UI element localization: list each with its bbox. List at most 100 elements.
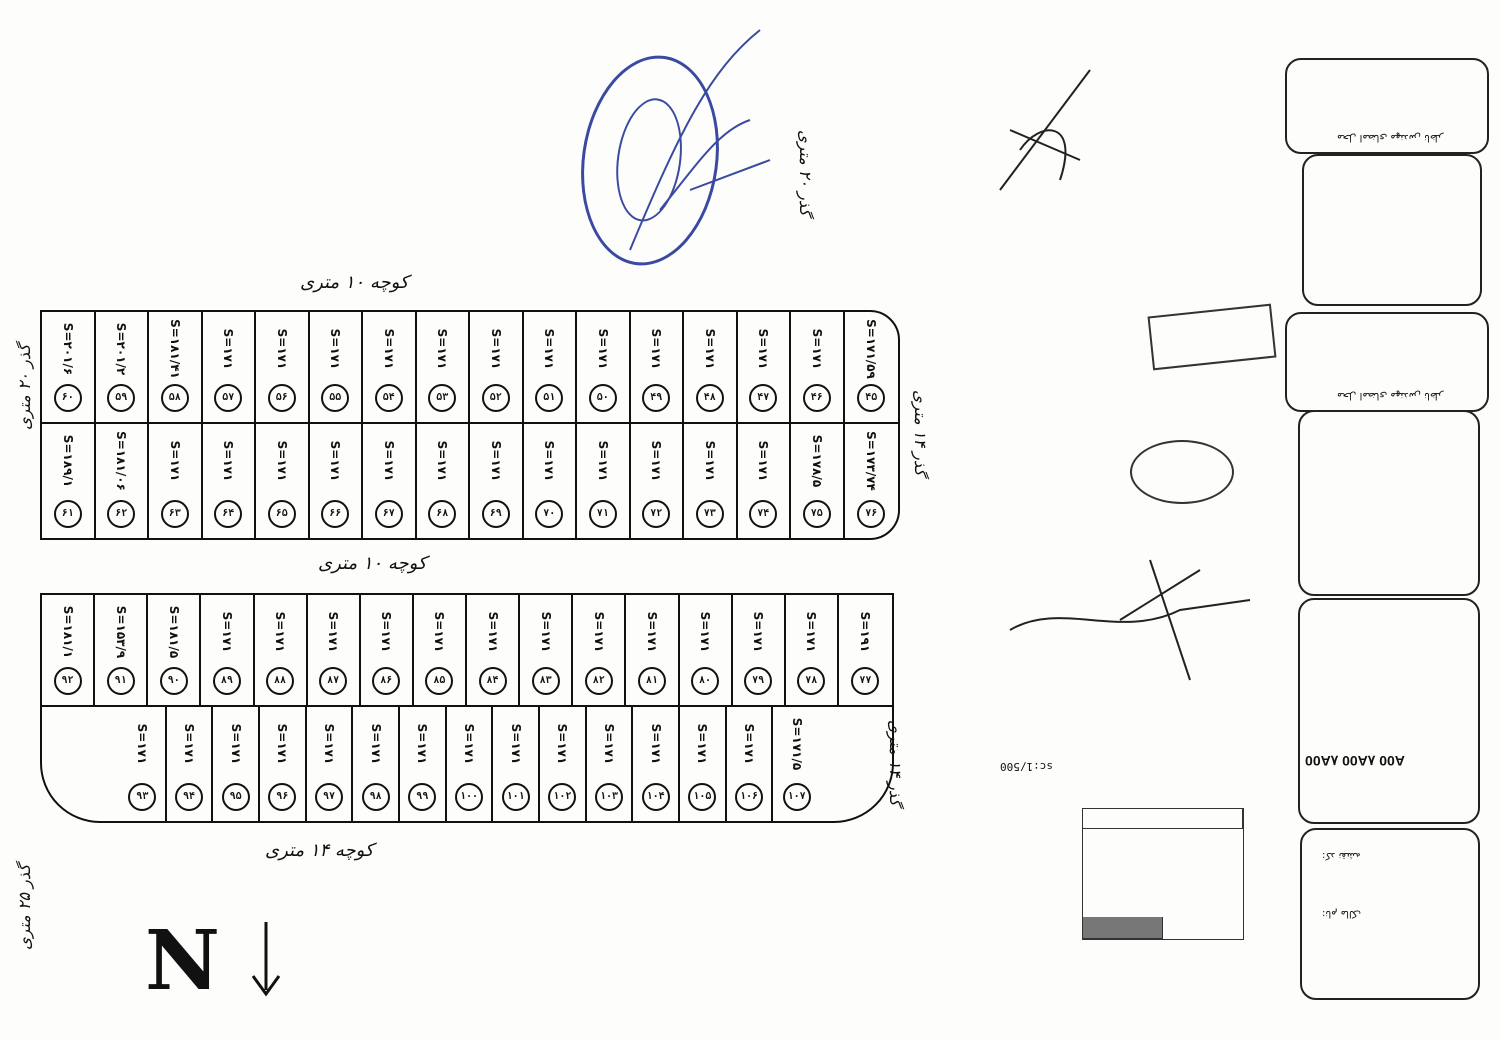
lot-area: S=۱۸۹/۱ — [60, 434, 75, 488]
lot-number: ۵۹ — [107, 384, 136, 412]
block-upper-divider — [42, 422, 898, 424]
lot-number: ۸۸ — [266, 667, 295, 695]
lot-number: ۶۷ — [374, 500, 403, 528]
street-label-bottom: کوچه ۱۴ متری — [265, 840, 374, 861]
lot-area: S=۱۷۱ — [273, 611, 288, 653]
lot-number: ۷۷ — [851, 667, 880, 695]
street-label-left-upper: گذر ۲۰ متری — [15, 344, 34, 430]
lot-area: S=۱۷۱ — [435, 440, 450, 482]
lot-area: S=۱۷۱ — [542, 328, 557, 370]
lot-number: ۴۶ — [802, 384, 831, 412]
lot-number: ۴۵ — [857, 384, 886, 412]
lot-number: ۸۰ — [691, 667, 720, 695]
lot-number: ۵۷ — [214, 384, 243, 412]
lot-lower-top-12: S=۱۷۱ ۸۰ — [680, 595, 733, 705]
lot-area: S=۲۰۱/۲ — [114, 322, 129, 376]
lot-lower-top-0: S=۱۸۱/۱ ۹۲ — [42, 595, 96, 705]
lot-number: ۶۵ — [267, 500, 296, 528]
lot-area: S=۱۷۱ — [167, 440, 182, 482]
lot-area: S=۱۷۱ — [228, 723, 243, 765]
lot-area: S=۱۷۱ — [702, 328, 717, 370]
lot-number: ۱۰۳ — [594, 783, 623, 811]
lot-number: ۹۲ — [53, 667, 82, 695]
street-label-right-upper: گذر ۱۴ متری — [911, 390, 930, 476]
lot-number: ۵۶ — [267, 384, 296, 412]
lot-area: S=۱۷۱ — [488, 328, 503, 370]
lot-number: ۷۰ — [535, 500, 564, 528]
lot-number: ۷۶ — [857, 500, 886, 528]
lot-number: ۵۸ — [160, 384, 189, 412]
lot-area: S=۱۷۱ — [221, 440, 236, 482]
block-lower-divider — [42, 705, 892, 707]
lot-number: ۱۰۰ — [454, 783, 483, 811]
lot-area: S=۱۷۱ — [741, 723, 756, 765]
lot-number: ۵۵ — [321, 384, 350, 412]
lot-number: ۷۱ — [588, 500, 617, 528]
lot-number: ۴۸ — [695, 384, 724, 412]
lot-area: S=۲۰۱/۶ — [60, 322, 75, 376]
owner-label: نام مالک: — [1322, 908, 1361, 919]
lot-number: ۵۱ — [535, 384, 564, 412]
lot-area: S=۱۷۱ — [698, 611, 713, 653]
lot-number: ۹۰ — [159, 667, 188, 695]
lot-number: ۵۰ — [588, 384, 617, 412]
lot-area: S=۱۷۱ — [328, 328, 343, 370]
lot-area: S=۱۸۱/۴۱ — [167, 319, 182, 379]
lot-area: S=۱۷۱ — [648, 723, 663, 765]
title-panel-owner: کد نقشه: نام مالک: — [1300, 828, 1480, 1000]
street-label-top: کوچه ۱۰ متری — [300, 272, 409, 293]
lot-number: ۸۹ — [212, 667, 241, 695]
lot-area: S=۱۸۱/۱ — [60, 605, 75, 659]
lot-number: ۱۰۱ — [501, 783, 530, 811]
lot-number: ۶۳ — [160, 500, 189, 528]
lot-area: S=۱۷۸/۵ — [809, 434, 824, 488]
north-arrow-icon — [251, 922, 280, 997]
lot-area: S=۱۷۱ — [328, 440, 343, 482]
lot-number: ۴۹ — [642, 384, 671, 412]
lot-number: ۶۲ — [107, 500, 136, 528]
title-panel-signatures — [1298, 410, 1480, 596]
lot-number: ۸۵ — [425, 667, 454, 695]
lot-upper-top-2: S=۱۸۱/۴۱ ۵۸ — [149, 312, 203, 422]
lot-number: ۶۸ — [428, 500, 457, 528]
table-shaded-cell — [1083, 917, 1163, 939]
lot-area: S=۱۷۱ — [591, 611, 606, 653]
lot-area: S=۱۷۱ — [435, 328, 450, 370]
lot-area: S=۱۷۱ — [595, 328, 610, 370]
lot-area: S=۱۷۱ — [695, 723, 710, 765]
lot-upper-bottom-2: S=۱۷۱ ۶۳ — [149, 424, 203, 538]
seal-rect-stamp — [1147, 303, 1277, 371]
lot-area: S=۱۷۱ — [381, 440, 396, 482]
lot-area: S=۱۷۱ — [555, 723, 570, 765]
title-panel-code — [1298, 598, 1480, 824]
lot-number: ۹۶ — [268, 783, 297, 811]
north-label: N — [145, 913, 220, 1009]
